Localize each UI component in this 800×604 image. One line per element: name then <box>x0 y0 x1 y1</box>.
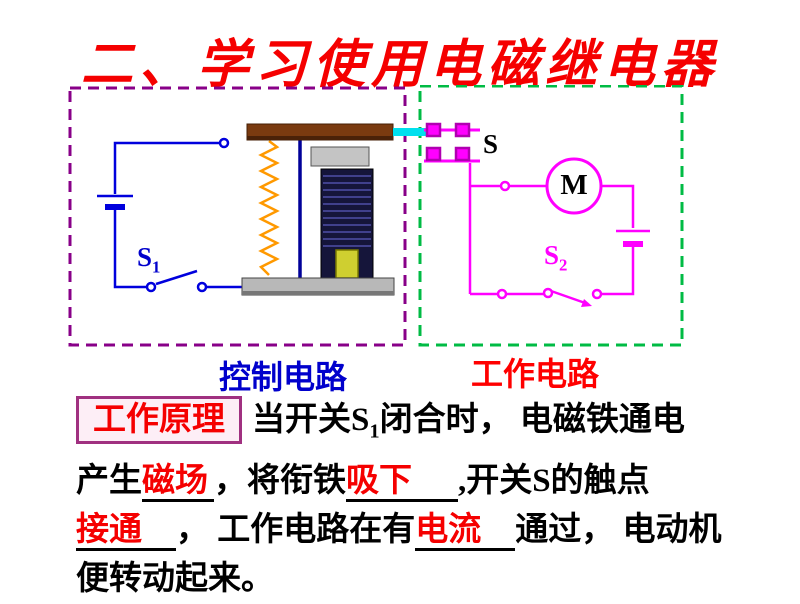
principle-text-8: 便转动起来。 <box>76 560 274 597</box>
principle-text-4: ，将衔铁 <box>214 462 346 499</box>
principle-text-1: 当开关S <box>252 402 370 438</box>
control-circuit-caption: 控制电路 <box>219 359 348 395</box>
coil-top-terminal <box>218 137 230 149</box>
control-circuit-box <box>68 86 407 347</box>
coil-windings <box>323 175 371 247</box>
work-bottom-terminal <box>496 288 508 300</box>
principle-paragraph: 工作原理当开关S1闭合时， 电磁铁通电 产生磁场，将衔铁吸下,开关S的触点 接通… <box>76 396 776 604</box>
principle-text-6: ， 工作电路在有 <box>176 511 416 548</box>
blank-answer-1: 磁场 <box>142 462 214 502</box>
work-right-top-wire <box>601 184 635 228</box>
principle-heading: 工作原理 <box>93 402 225 438</box>
switch-s2-label: S2 <box>544 240 568 275</box>
principle-text-3: 产生 <box>76 462 142 499</box>
motor-label: M <box>560 169 588 201</box>
switch-s1-label: S1 <box>137 242 161 277</box>
work-circuit <box>424 122 650 307</box>
motor-terminal-left <box>499 180 511 192</box>
work-circuit-caption: 工作电路 <box>471 356 600 392</box>
control-bottom-wire <box>113 210 146 289</box>
relay-base-shadow <box>242 291 394 295</box>
blank-answer-4: 电流 <box>415 511 516 551</box>
s2-terminal-right <box>591 288 603 300</box>
s1-terminal-left <box>145 281 157 293</box>
principle-text-1-sub: 1 <box>369 420 380 443</box>
principle-text-2: 闭合时， 电磁铁通电 <box>379 402 685 438</box>
s2-arrowhead <box>581 299 592 307</box>
s1-blade <box>155 269 198 286</box>
s1-terminal-right <box>196 281 208 293</box>
armature-shadow <box>247 136 393 140</box>
blank-answer-2: 吸下 <box>346 462 458 502</box>
armature-contact-link <box>393 128 426 136</box>
spring <box>258 140 280 276</box>
relay-circuit-diagram <box>68 85 684 347</box>
principle-text-5: ,开关S的触点 <box>458 462 650 499</box>
work-right-bottom-wire <box>602 247 635 296</box>
relay-contacts <box>424 122 480 163</box>
principle-text-7: 通过， 电动机 <box>515 511 722 548</box>
control-circuit <box>97 137 242 293</box>
principle-heading-box: 工作原理 <box>76 396 242 444</box>
coil-top-cap <box>310 146 370 167</box>
relay-structure <box>241 123 426 296</box>
contact-s-label: S <box>483 129 499 159</box>
s2-terminal-left <box>542 287 554 299</box>
iron-core <box>335 249 359 279</box>
s2-blade <box>550 289 589 306</box>
work-circuit-box <box>418 85 684 347</box>
control-top-wire <box>113 141 219 194</box>
blank-answer-3: 接通 <box>76 511 176 551</box>
